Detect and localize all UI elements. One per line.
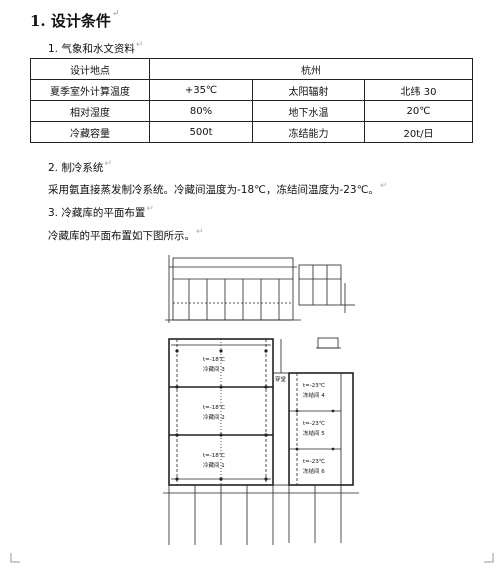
crop-mark-icon <box>10 553 20 563</box>
room-name-label-2: 冷藏间 2 <box>203 413 225 421</box>
freezer-temp-label-6: t=-23℃ <box>303 458 325 465</box>
room-name-label-1: 冷藏间 1 <box>203 461 225 469</box>
table-cell: 北纬 30 <box>363 79 474 101</box>
table-cell: 相对湿度 <box>30 100 150 122</box>
layout-paragraph: 冷藏库的平面布置如下图所示。↵ <box>48 227 204 243</box>
paragraph-mark-icon: ↵ <box>196 227 204 237</box>
freezer-temp-label-4: t=-23℃ <box>303 382 325 389</box>
freezer-name-label-4: 冻结间 4 <box>303 391 325 399</box>
table-cell: 太阳辐射 <box>252 79 365 101</box>
table-cell: 夏季室外计算温度 <box>30 79 150 101</box>
section-heading: 1. 设计条件↵ <box>30 9 120 31</box>
freezer-name-label-6: 冻结间 6 <box>303 467 325 475</box>
table-row: 设计地点杭州 <box>30 58 474 80</box>
table-cell: 地下水温 <box>252 100 365 122</box>
room-temp-label-2: t=-18℃ <box>203 404 225 411</box>
table-cell: 冻结能力 <box>252 121 365 143</box>
refrigeration-paragraph: 采用氨直接蒸发制冷系统。冷藏间温度为-18℃，冻结间温度为-23℃。↵ <box>48 181 388 197</box>
freezer-name-label-5: 冻结间 5 <box>303 429 325 437</box>
room-temp-label-3: t=-18℃ <box>203 356 225 363</box>
corridor-label: 穿堂 <box>275 375 287 383</box>
table-cell: 500t <box>149 121 253 143</box>
cold-storage-floor-plan: t=-18℃ 冷藏间 3 t=-18℃ 冷藏间 2 t=-18℃ 冷藏间 1 t… <box>163 255 359 545</box>
subsection-title-2: 2. 制冷系统↵ <box>48 159 112 175</box>
paragraph-mark-icon: ↵ <box>104 159 112 169</box>
table-cell: 20t/日 <box>363 121 474 143</box>
freezer-block <box>288 372 354 486</box>
freezer-temp-label-5: t=-23℃ <box>303 420 325 427</box>
section-view-right <box>298 264 342 306</box>
table-cell: 设计地点 <box>30 58 150 80</box>
table-cell: 20℃ <box>363 100 474 122</box>
paragraph-mark-icon: ↵ <box>379 181 388 191</box>
subsection-title-1: 1. 气象和水文资料↵ <box>48 40 144 56</box>
table-cell: 冷藏容量 <box>30 121 150 143</box>
subsection-title-3: 3. 冷藏库的平面布置↵ <box>48 204 154 220</box>
room-temp-label-1: t=-18℃ <box>203 452 225 459</box>
room-name-label-3: 冷藏间 3 <box>203 365 225 373</box>
paragraph-mark-icon: ↵ <box>135 40 144 50</box>
table-cell: 80% <box>149 100 253 122</box>
table-cell: 杭州 <box>148 58 474 80</box>
paragraph-mark-icon: ↵ <box>146 204 154 214</box>
table-cell: +35℃ <box>149 79 253 101</box>
crop-mark-icon <box>484 553 494 563</box>
paragraph-mark-icon: ↵ <box>111 9 120 19</box>
